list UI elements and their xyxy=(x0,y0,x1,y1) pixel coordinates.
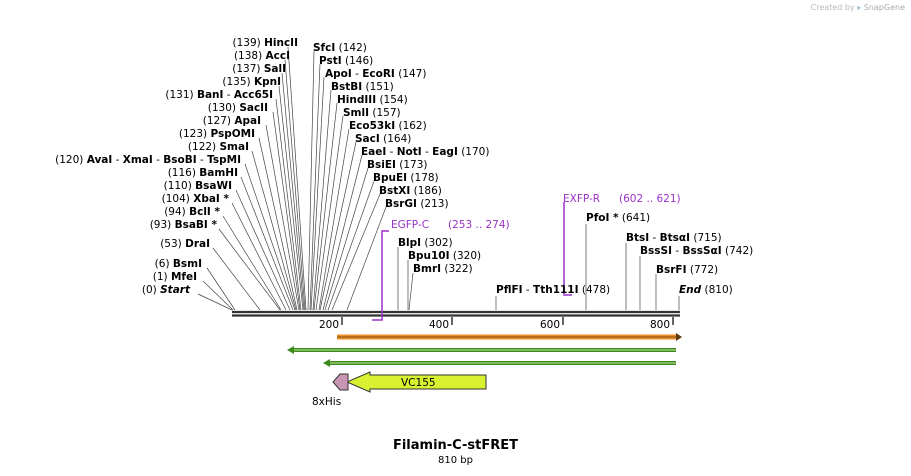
sequence-backbone xyxy=(232,310,680,317)
snapgene-credit: Created by ▸ SnapGene xyxy=(811,3,905,12)
site-label-bsmi[interactable]: (6) BsmI xyxy=(155,258,202,270)
site-label-bstbi[interactable]: BstBI (151) xyxy=(331,81,394,93)
credit-prefix: Created by xyxy=(810,3,855,12)
site-label-bsssi[interactable]: BssSI - BssSαI (742) xyxy=(640,245,753,257)
feature-8xhis[interactable]: 8xHis xyxy=(312,373,349,408)
green-track-1[interactable] xyxy=(287,346,676,354)
site-label-bsawi[interactable]: (110) BsaWI xyxy=(164,180,232,192)
feature-arrow-icon xyxy=(332,373,349,391)
site-label-eco53ki[interactable]: Eco53kI (162) xyxy=(349,120,427,132)
site-label-apoi-ecori[interactable]: ApoI - EcoRI (147) xyxy=(325,68,426,80)
site-label-bamhi[interactable]: (116) BamHI xyxy=(168,167,238,179)
site-label-hincii[interactable]: (139) HincII xyxy=(233,37,298,49)
site-label-sacii[interactable]: (130) SacII xyxy=(208,102,268,114)
site-label-avai-group[interactable]: (120) AvaI - XmaI - BsoBI - TspMI xyxy=(55,154,241,166)
site-label-bsrfi[interactable]: BsrFI (772) xyxy=(656,264,718,276)
site-label-saci[interactable]: SacI (164) xyxy=(355,133,411,145)
orange-track[interactable] xyxy=(337,333,682,341)
site-label-bani-acc65i[interactable]: (131) BanI - Acc65I xyxy=(165,89,273,101)
ruler-label: 200 xyxy=(319,319,339,331)
site-label-start[interactable]: (0) Start xyxy=(142,284,191,296)
site-label-bsiei[interactable]: BsiEI (173) xyxy=(367,159,428,171)
site-label-sali[interactable]: (137) SalI xyxy=(232,63,286,75)
primer-range: (602 .. 621) xyxy=(619,193,681,205)
snapgene-logo-icon: ▸ xyxy=(857,3,862,12)
site-label-bmri[interactable]: BmrI (322) xyxy=(413,263,473,275)
feature-vc155[interactable]: VC155 xyxy=(345,371,487,393)
site-label-pflfi-tth111i[interactable]: PflFI - Tth111I (478) xyxy=(496,284,610,296)
green-track-2[interactable] xyxy=(323,359,676,367)
track-arrow-right-icon xyxy=(676,333,682,341)
primer-exfp-r[interactable]: EXFP-R (602 .. 621) xyxy=(563,193,681,296)
site-label-kpni[interactable]: (135) KpnI xyxy=(222,76,281,88)
feature-label: VC155 xyxy=(401,377,436,389)
primer-exfp-r-arrow xyxy=(563,202,572,296)
site-label-bsabi[interactable]: (93) BsaBI * xyxy=(150,219,218,231)
site-label-bsrgi[interactable]: BsrGI (213) xyxy=(385,198,449,210)
credit-brand: SnapGene xyxy=(863,3,905,12)
site-label-blpi[interactable]: BlpI (302) xyxy=(398,237,453,249)
ruler-label: 800 xyxy=(650,319,670,331)
ruler: 200 400 600 800 xyxy=(319,317,674,331)
site-label-smli[interactable]: SmlI (157) xyxy=(343,107,401,119)
primer-range: (253 .. 274) xyxy=(448,219,510,231)
primer-egfp-c-arrow xyxy=(372,230,389,321)
site-label-drai[interactable]: (53) DraI xyxy=(160,238,210,250)
primer-name: EGFP-C xyxy=(391,219,429,231)
map-title: Filamin-C-stFRET xyxy=(392,438,519,453)
site-label-xbai[interactable]: (104) XbaI * xyxy=(162,193,230,205)
map-length: 810 bp xyxy=(438,455,473,466)
ruler-label: 600 xyxy=(540,319,560,331)
other-site-labels: BlpI (302) Bpu10I (320) BmrI (322) PflFI… xyxy=(398,212,753,296)
track-arrow-left-icon xyxy=(323,359,330,367)
site-label-mfei[interactable]: (1) MfeI xyxy=(153,271,197,283)
site-label-eaei-noti-eagi[interactable]: EaeI - NotI - EagI (170) xyxy=(361,146,489,158)
site-label-pfoi[interactable]: PfoI * (641) xyxy=(586,212,650,224)
left-site-labels: (139) HincII (138) AccI (137) SalI (135)… xyxy=(55,37,298,296)
site-label-psti[interactable]: PstI (146) xyxy=(319,55,373,67)
feature-arrow-icon xyxy=(345,371,487,393)
primer-egfp-c[interactable]: EGFP-C (253 .. 274) xyxy=(372,219,510,321)
site-label-end[interactable]: End (810) xyxy=(679,284,733,296)
feature-label: 8xHis xyxy=(312,396,341,408)
site-label-hindiii[interactable]: HindIII (154) xyxy=(337,94,408,106)
right-site-labels: SfcI (142) PstI (146) ApoI - EcoRI (147)… xyxy=(313,42,489,210)
site-label-acci[interactable]: (138) AccI xyxy=(234,50,290,62)
site-label-apai[interactable]: (127) ApaI xyxy=(203,115,261,127)
ruler-label: 400 xyxy=(429,319,449,331)
site-label-btsi[interactable]: BtsI - BtsαI (715) xyxy=(626,232,722,244)
track-arrow-left-icon xyxy=(287,346,294,354)
site-label-smai[interactable]: (122) SmaI xyxy=(188,141,249,153)
site-connectors xyxy=(197,46,680,311)
site-label-bcli[interactable]: (94) BclI * xyxy=(164,206,220,218)
primer-name: EXFP-R xyxy=(563,193,600,205)
site-label-bpu10i[interactable]: Bpu10I (320) xyxy=(408,250,481,262)
site-label-bpuei[interactable]: BpuEI (178) xyxy=(373,172,439,184)
site-label-pspomi[interactable]: (123) PspOMI xyxy=(179,128,255,140)
site-label-bstxi[interactable]: BstXI (186) xyxy=(379,185,442,197)
site-label-sfci[interactable]: SfcI (142) xyxy=(313,42,367,54)
